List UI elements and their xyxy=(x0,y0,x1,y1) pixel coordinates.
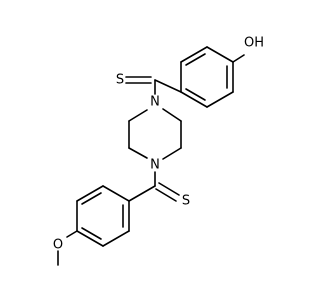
atom-label-s-bottom: S xyxy=(182,194,190,209)
bond-ring2-b xyxy=(102,230,130,247)
bond-ring2-e-inner xyxy=(81,192,102,205)
bond-ring1-oh xyxy=(232,54,245,63)
bond-ring2-c xyxy=(76,230,104,247)
bond-ring1-f xyxy=(180,46,208,63)
bond-ring1-d xyxy=(180,91,208,108)
bond-c2-ring2 xyxy=(128,185,156,202)
bond-pip-d xyxy=(128,147,148,159)
bond-ring2-e xyxy=(76,185,104,202)
structure-diagram: OH S N N S O xyxy=(52,35,265,266)
bond-ring1-c xyxy=(206,91,234,108)
bond-c2-s-a xyxy=(158,182,180,196)
bond-ring1-c1 xyxy=(154,79,182,93)
atom-label-n-bottom: N xyxy=(150,158,160,173)
atom-label-n-top: N xyxy=(150,95,160,110)
bond-pip-a xyxy=(162,108,182,122)
bond-ring2-o xyxy=(66,230,78,238)
bond-pip-f xyxy=(128,109,148,122)
bond-ring1-d-inner xyxy=(185,88,206,101)
bond-ring1-a xyxy=(206,46,234,63)
bond-ring2-c-inner xyxy=(81,227,102,240)
atom-labels: OH S N N S O xyxy=(53,36,264,253)
bond-c2-s-b xyxy=(155,188,177,202)
atom-label-s-top: S xyxy=(116,73,124,88)
atom-label-oh: OH xyxy=(244,36,264,51)
bonds xyxy=(57,46,245,266)
bond-ring1-f-inner xyxy=(185,53,206,66)
bond-ring2-f xyxy=(102,185,130,202)
molecule-drawing: OH S N N S O xyxy=(53,36,264,266)
bond-pip-c xyxy=(162,147,182,160)
atom-label-o-methoxy: O xyxy=(53,238,63,253)
